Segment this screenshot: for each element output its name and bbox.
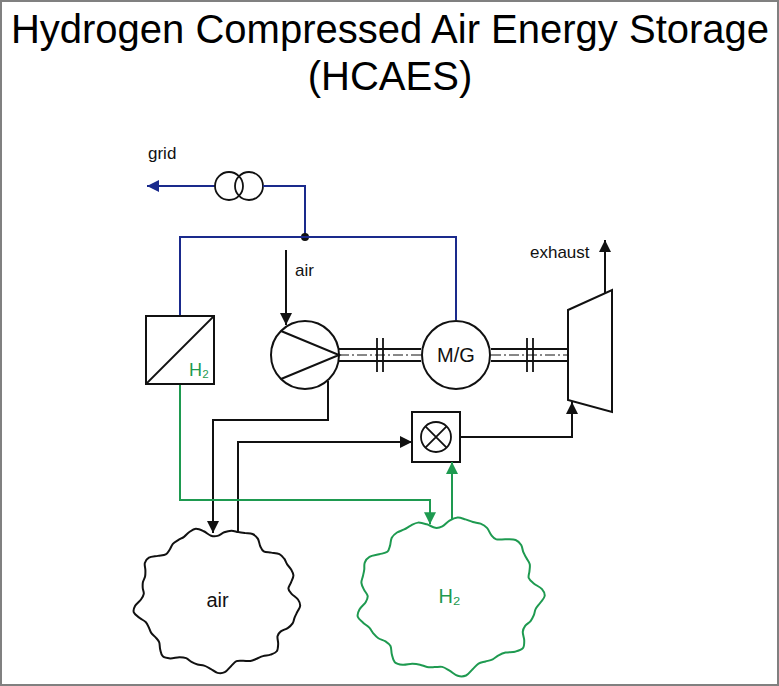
motor-generator-circle: M/G — [421, 320, 491, 390]
hydrogen-line — [180, 385, 430, 524]
combustor-symbol — [421, 422, 451, 452]
compressor-symbol — [271, 321, 339, 389]
combustor-box — [412, 412, 460, 462]
transformer-coil — [235, 172, 263, 200]
node-text: air — [206, 589, 228, 611]
exhaust-label: exhaust — [530, 243, 590, 263]
hydrogen-feed-arrow — [451, 462, 453, 524]
air-intake-arrow — [285, 250, 287, 325]
turbine-symbol — [568, 290, 612, 412]
node-text: H₂ — [189, 361, 209, 381]
power-wire — [263, 186, 305, 237]
air-charge-line — [213, 381, 328, 533]
air-discharge-line — [238, 442, 412, 533]
hot-gas-line — [460, 402, 572, 437]
air-cavern: air — [130, 522, 305, 677]
exhaust-arrow — [604, 240, 606, 294]
diagram-title: Hydrogen Compressed Air Energy Storage (… — [5, 6, 775, 100]
grid-label: grid — [148, 144, 176, 164]
compressor-symbol — [281, 331, 339, 379]
hydrogen-cavern: H₂ — [352, 512, 547, 680]
air-intake-label: air — [295, 261, 314, 281]
electrolyzer-box: H₂ — [145, 315, 215, 385]
power-wire — [180, 237, 456, 320]
grid-arrow — [147, 185, 215, 187]
node-text: M/G — [437, 344, 475, 366]
node-text: H₂ — [438, 585, 460, 607]
combustor-symbol — [425, 426, 446, 447]
